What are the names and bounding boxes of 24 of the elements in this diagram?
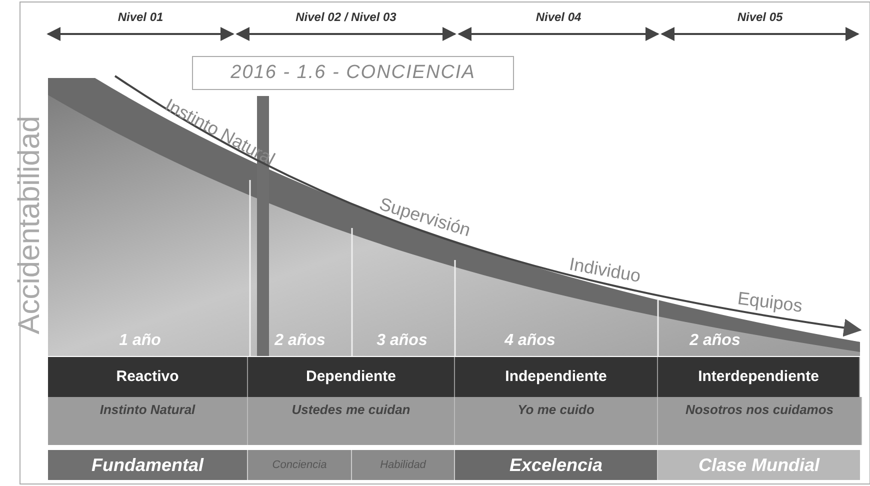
level-label: Nivel 05 (736, 9, 784, 26)
year-label: 2 años (274, 330, 326, 351)
stage-cell: Dependiente (248, 357, 455, 397)
level-label: Nivel 04 (534, 9, 582, 26)
stage-cell: Independiente (455, 357, 658, 397)
stage-cell: Reactivo (48, 357, 248, 397)
year-label: 2 años (688, 330, 742, 351)
year-label: 3 años (376, 330, 428, 351)
level-cell: Excelencia (455, 450, 658, 480)
description-cell: Instinto Natural (48, 397, 248, 445)
level-cell: Fundamental (48, 450, 248, 480)
level-label: Nivel 02 / Nivel 03 (294, 9, 398, 26)
year-label: 1 año (118, 330, 162, 351)
description-cell: Ustedes me cuidan (248, 397, 455, 445)
level-cell: Clase Mundial (658, 450, 860, 480)
title-box: 2016 - 1.6 - CONCIENCIA (192, 56, 514, 90)
year-label: 4 años (504, 330, 556, 351)
curve-label: Equipos (736, 286, 805, 318)
stage-cell: Interdependiente (658, 357, 860, 397)
axis-label: Accidentabilidad (12, 114, 47, 336)
level-label: Nivel 01 (116, 9, 164, 26)
curve-label: Individuo (566, 252, 644, 288)
description-cell: Nosotros nos cuidamos (658, 397, 862, 445)
description-cell: Yo me cuido (455, 397, 658, 445)
